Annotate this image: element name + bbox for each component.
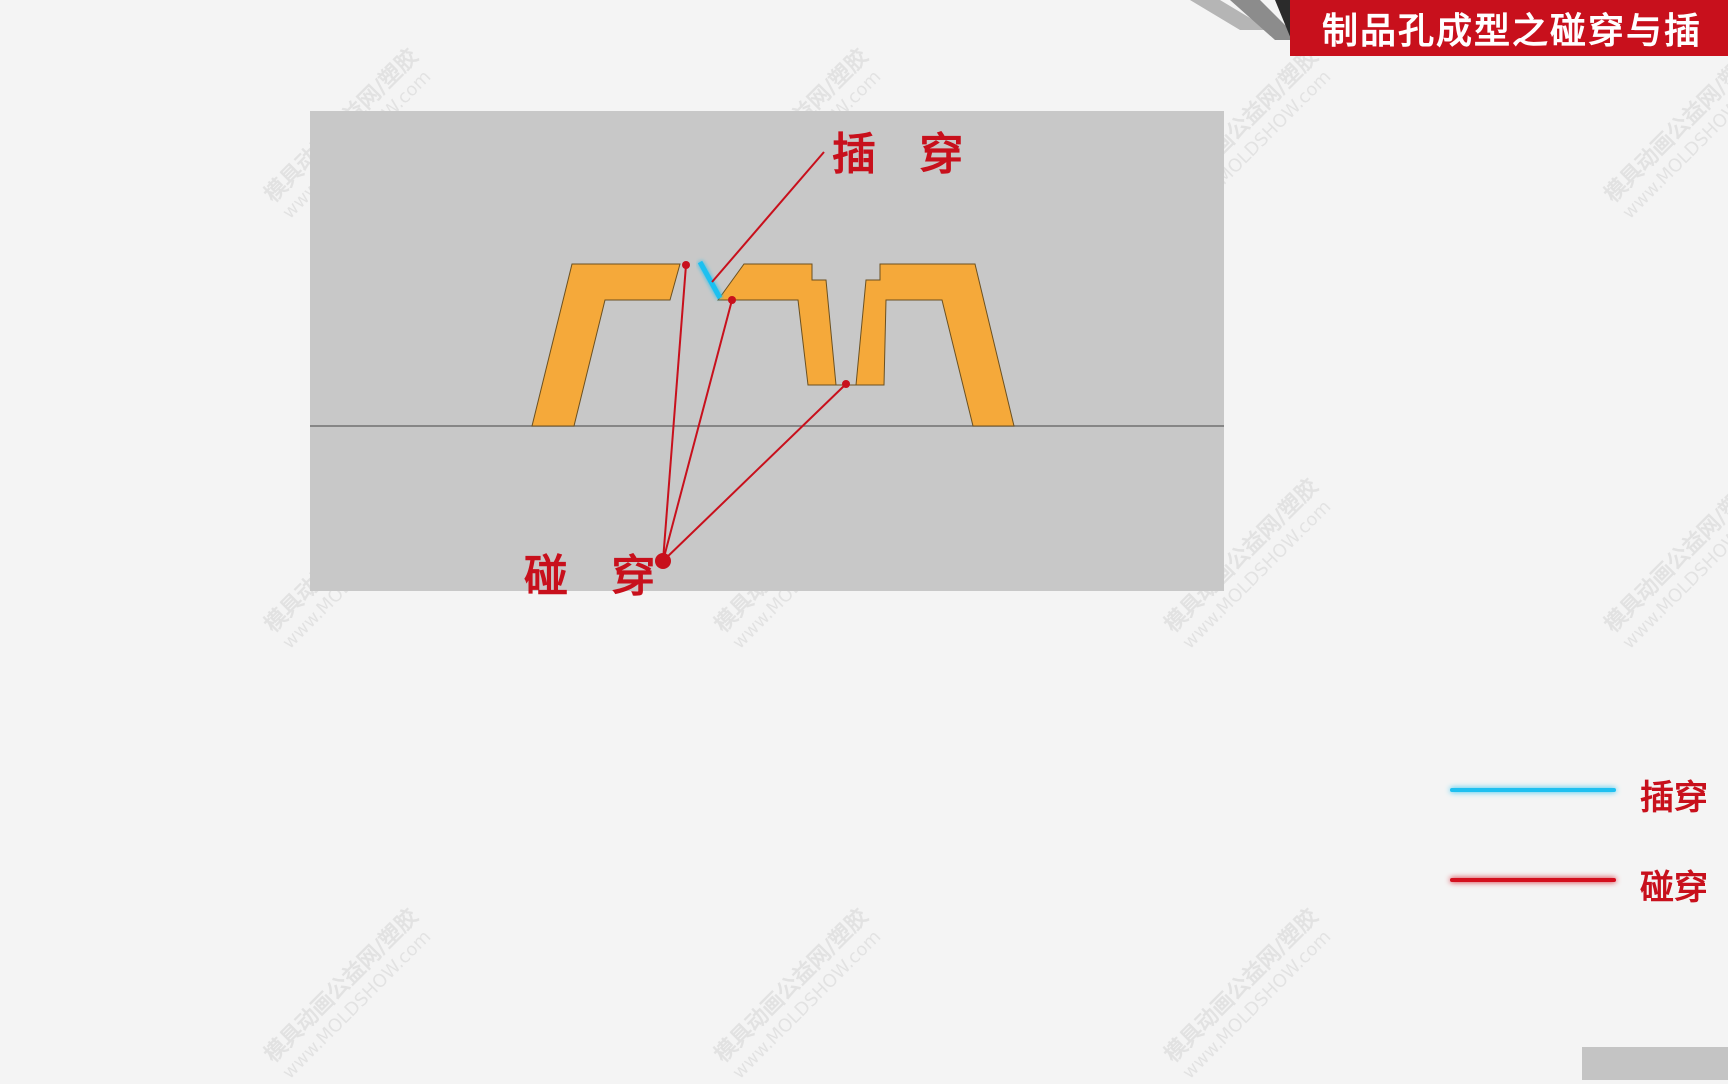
leader-line-insert [711,151,825,283]
insert-line [697,260,723,300]
touch-point [682,261,690,269]
plastic-part [717,263,837,386]
touch-point [728,296,736,304]
touch-point [842,380,850,388]
legend-swatch-insert [1450,788,1616,792]
leader-line-touch [662,264,687,562]
legend-item-insert: 插穿 [1450,770,1728,818]
touch-origin-point [655,553,671,569]
plastic-part [531,263,681,427]
label-touch: 碰 穿 [524,551,670,602]
legend-item-touch: 碰穿 [1450,860,1728,908]
label-insert: 插 穿 [832,129,978,180]
title-banner: 制品孔成型之碰穿与插 [1290,0,1728,56]
leader-line-touch [662,299,733,562]
scrollbar-thumb[interactable] [1582,1047,1728,1080]
legend-swatch-touch [1450,878,1616,882]
leader-line-touch [662,383,847,562]
page-title: 制品孔成型之碰穿与插 [1322,11,1703,52]
legend-label-touch: 碰穿 [1640,868,1708,908]
plastic-part [855,263,1015,427]
legend-label-insert: 插穿 [1640,778,1708,818]
mold-block [310,111,1224,591]
